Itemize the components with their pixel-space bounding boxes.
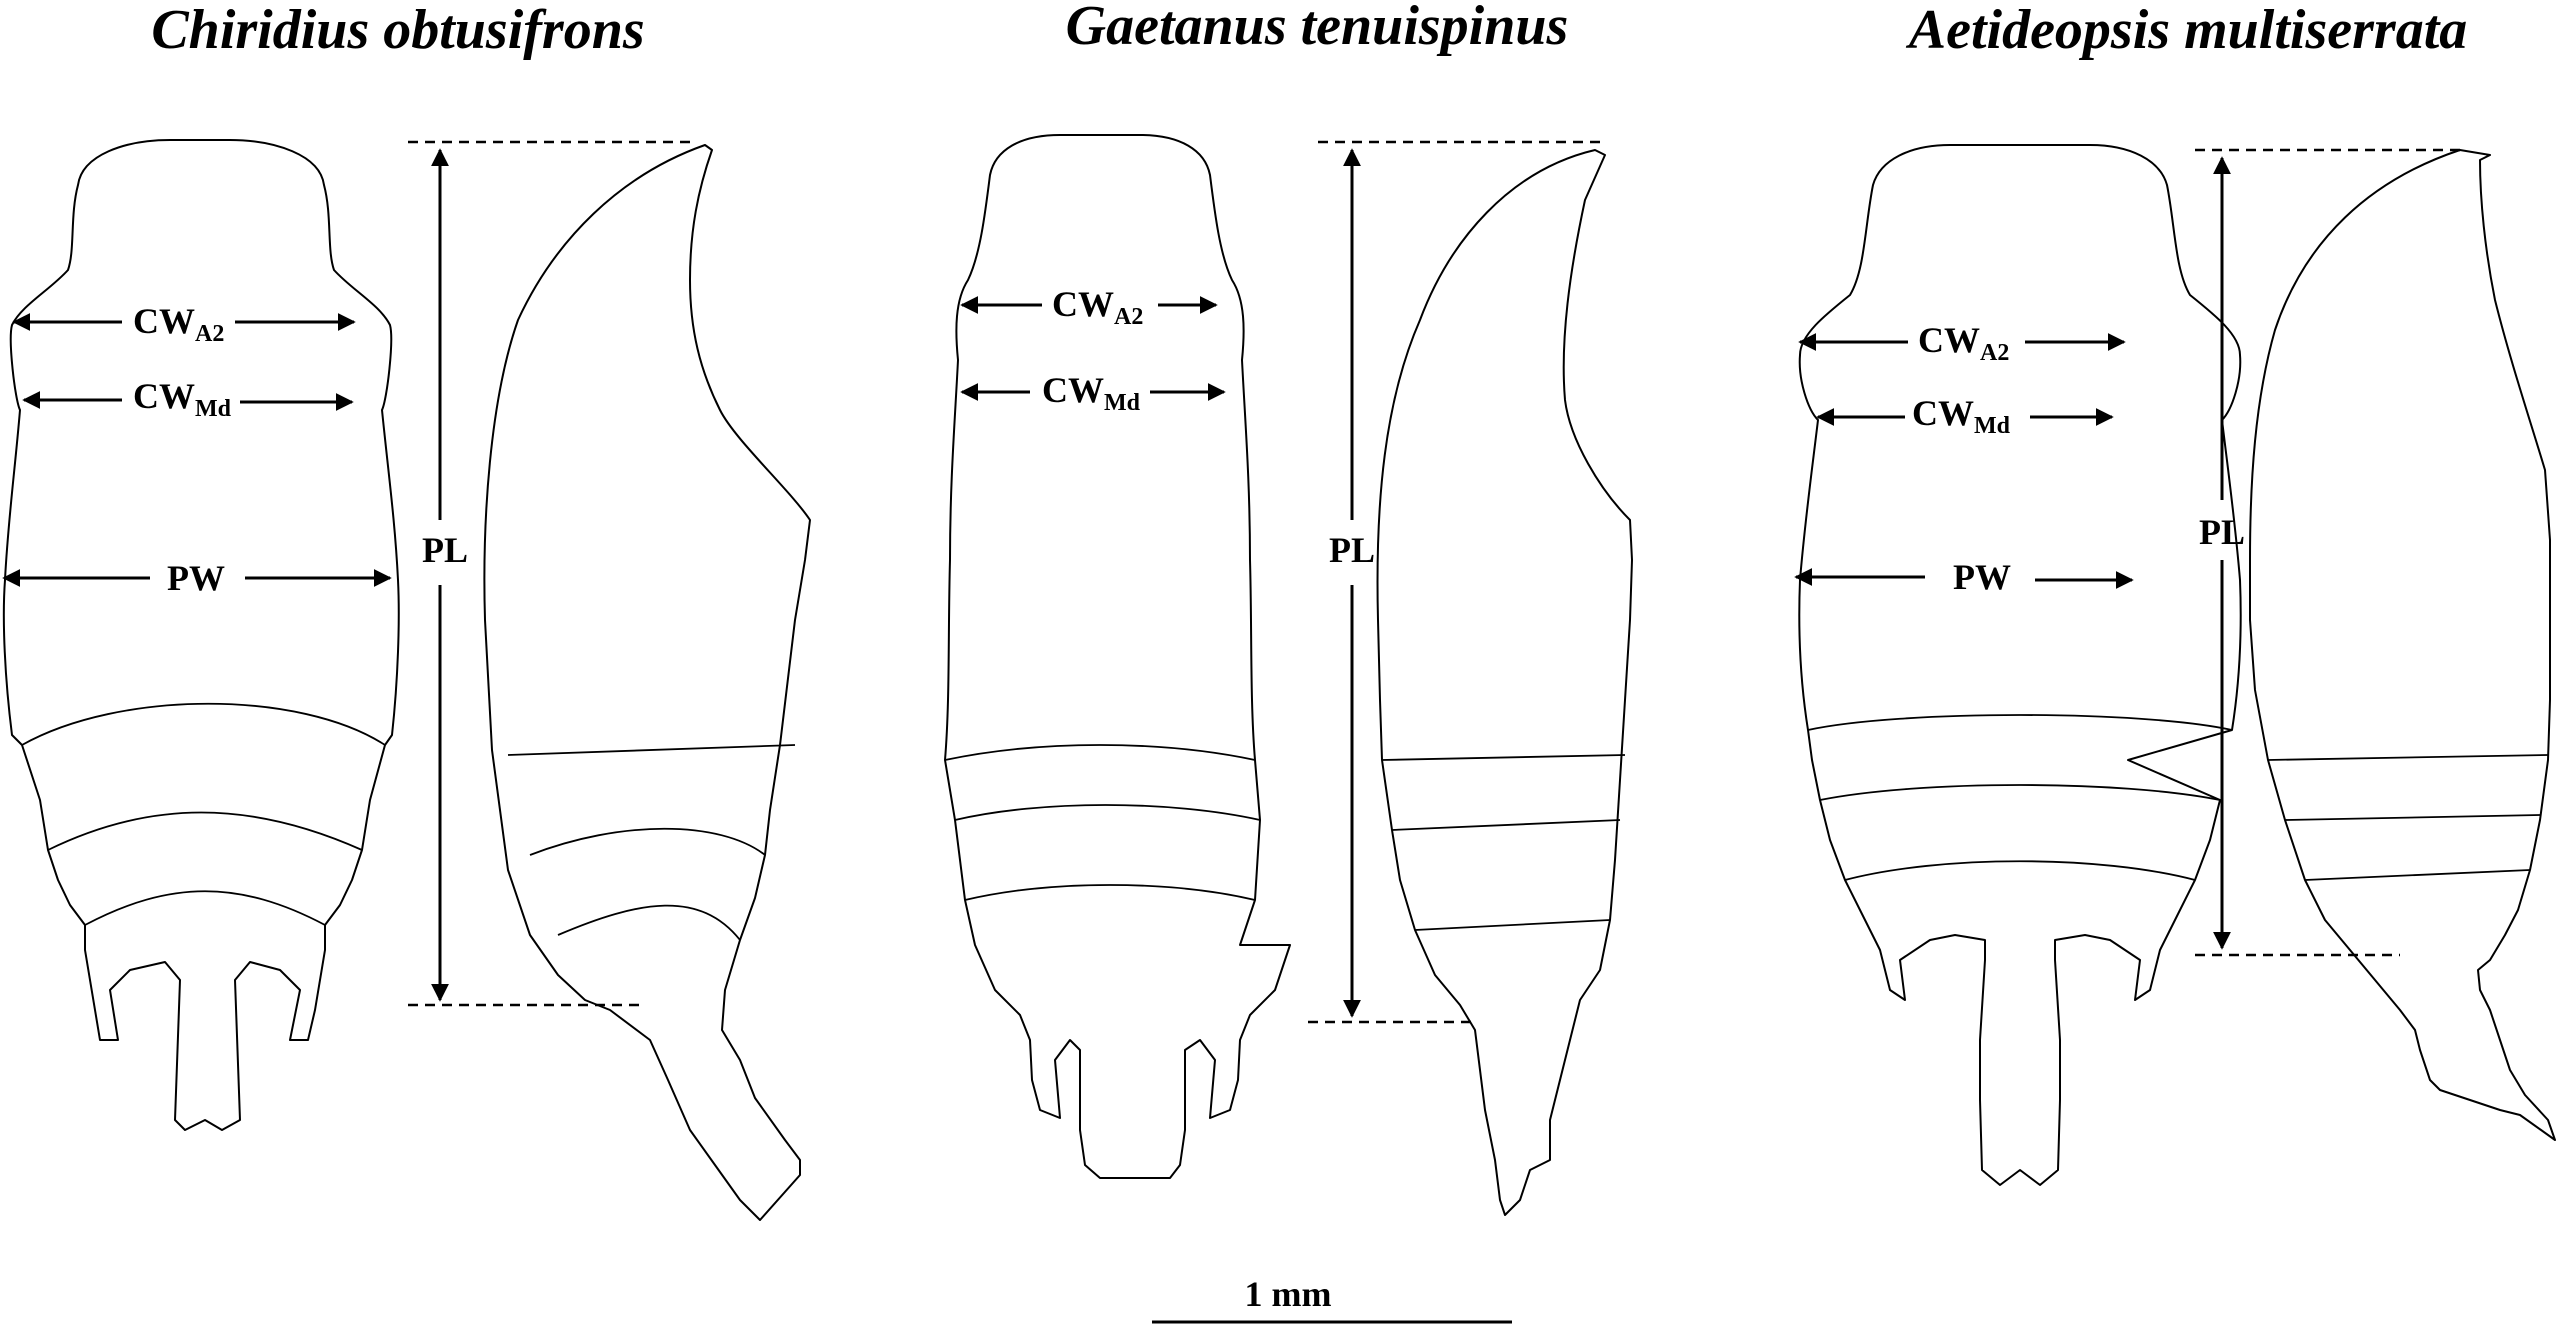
specimen-2-measurements: CWA2 CWMd PL	[960, 140, 1602, 1024]
species-title-1: Chiridius obtusifrons	[151, 0, 644, 61]
pl-label-3: PL	[2199, 512, 2245, 552]
cw-a2-label-1: CWA2	[133, 301, 224, 347]
specimen-1-lateral-view	[483, 144, 811, 1221]
cw-md-label-2: CWMd	[1042, 370, 1141, 416]
pw-label-3: PW	[1953, 557, 2011, 597]
specimen-1-measurements: CWA2 CWMd PW PL	[2, 140, 695, 1007]
specimen-2-lateral-view	[1376, 149, 1633, 1216]
cw-md-label-1: CWMd	[133, 376, 232, 422]
species-title-3: Aetideopsis multiserrata	[1906, 0, 2468, 61]
pl-label-2: PL	[1329, 530, 1375, 570]
pl-label-1: PL	[422, 530, 468, 570]
specimen-1-dorsal-outline	[2, 139, 400, 1131]
species-title-2: Gaetanus tenuispinus	[1066, 0, 1569, 57]
cw-a2-label-3: CWA2	[1918, 320, 2009, 366]
cw-md-label-3: CWMd	[1912, 393, 2011, 439]
pw-label-1: PW	[167, 558, 225, 598]
specimen-3-measurements: CWA2 CWMd PW PL	[1794, 148, 2460, 957]
specimen-2-dorsal-outline	[944, 134, 1291, 1179]
scale-bar: 1 mm	[1152, 1274, 1512, 1324]
specimen-3-lateral-view	[2249, 149, 2556, 1141]
cw-a2-label-2: CWA2	[1052, 284, 1143, 330]
specimen-3-dorsal-outline	[1798, 144, 2242, 1186]
scale-bar-label: 1 mm	[1245, 1274, 1332, 1314]
segment-lines	[21, 702, 2549, 941]
